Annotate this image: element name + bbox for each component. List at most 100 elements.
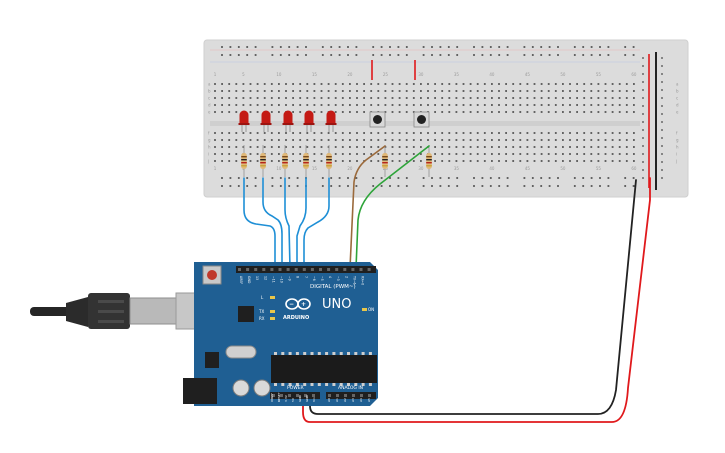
rail-hole — [221, 177, 223, 179]
wire-button2-pin2[interactable] — [355, 145, 430, 269]
rail-hole — [498, 185, 501, 187]
rail-hole — [473, 177, 475, 179]
terminal-hole — [356, 90, 358, 92]
side-rail-hole — [661, 65, 663, 67]
terminal-hole — [441, 104, 444, 106]
analog-pin-label: A4 — [359, 398, 363, 402]
terminal-hole — [412, 160, 415, 162]
terminal-hole — [320, 83, 323, 85]
terminal-hole — [391, 90, 394, 92]
rail-hole — [372, 177, 375, 179]
resistor-band — [326, 159, 332, 161]
pushbutton-2-cap[interactable] — [417, 115, 426, 124]
rail-hole — [473, 54, 475, 56]
rail-hole — [431, 185, 433, 187]
terminal-hole — [334, 153, 337, 155]
side-rail-hole — [642, 153, 644, 155]
wire-led1-pin13[interactable] — [243, 177, 276, 269]
terminal-hole — [512, 83, 515, 85]
terminal-hole — [363, 83, 365, 85]
terminal-hole — [441, 83, 444, 85]
terminal-hole — [569, 90, 571, 92]
terminal-hole — [448, 97, 451, 99]
digital-pin-label: ~11 — [271, 276, 275, 283]
usb-interface-chip — [238, 306, 254, 322]
row-letter-right: g — [676, 138, 679, 143]
power-jack[interactable] — [183, 378, 217, 404]
rail-hole — [347, 54, 349, 56]
rail-hole — [288, 177, 291, 179]
column-number-bottom: 35 — [454, 166, 460, 171]
resistor-body — [282, 153, 288, 169]
terminal-hole — [278, 111, 280, 113]
terminal-hole — [505, 132, 507, 134]
wire-5v-positive-rail[interactable] — [302, 177, 651, 423]
led-5[interactable] — [325, 110, 337, 133]
breadboard[interactable]: 1155101015152020252530303535404045455050… — [203, 39, 689, 198]
resistor-1[interactable] — [241, 145, 247, 177]
terminal-hole — [341, 111, 344, 113]
terminal-hole — [533, 139, 536, 141]
terminal-hole — [405, 153, 408, 155]
led-group[interactable] — [238, 110, 337, 133]
terminal-hole — [270, 160, 273, 162]
terminal-hole — [221, 90, 223, 92]
led-2[interactable] — [260, 110, 272, 133]
resistor-5[interactable] — [326, 145, 332, 177]
wire-led4-pin10[interactable] — [296, 177, 307, 269]
header-hole — [351, 268, 355, 271]
terminal-hole — [377, 97, 380, 99]
terminal-hole — [249, 104, 252, 106]
top-rail-holes — [221, 46, 635, 56]
reset-button[interactable] — [207, 270, 217, 280]
digital-header[interactable] — [236, 266, 376, 273]
pushbutton-1[interactable] — [369, 111, 386, 128]
header-hole — [246, 268, 250, 271]
terminal-hole — [540, 160, 543, 162]
usb-cable[interactable] — [30, 292, 213, 330]
led-1[interactable] — [238, 110, 250, 133]
terminal-hole — [420, 146, 422, 148]
resistor-4[interactable] — [303, 145, 309, 177]
rail-hole — [506, 46, 509, 48]
resistor-group[interactable] — [241, 145, 432, 177]
terminal-hole — [519, 139, 522, 141]
terminal-hole — [540, 146, 543, 148]
terminal-hole — [554, 90, 557, 92]
wire-gnd-negative-rail[interactable] — [309, 179, 637, 415]
rail-hole — [405, 177, 408, 179]
rail-hole — [548, 177, 551, 179]
wires[interactable] — [243, 145, 651, 423]
analog-header[interactable] — [326, 392, 376, 399]
terminal-hole — [526, 153, 529, 155]
resistor-6[interactable] — [382, 145, 388, 177]
terminal-hole — [235, 139, 238, 141]
column-number-top: 15 — [312, 72, 318, 77]
terminal-hole — [562, 160, 564, 162]
terminal-hole — [420, 132, 422, 134]
terminal-hole — [540, 97, 543, 99]
wire-led3-pin11[interactable] — [284, 177, 291, 269]
pushbutton-2[interactable] — [413, 111, 430, 128]
wire-button1-pin3[interactable] — [349, 145, 386, 269]
resistor-2[interactable] — [260, 145, 266, 177]
led-3[interactable] — [282, 110, 294, 133]
terminal-hole — [462, 139, 465, 141]
terminal-hole — [221, 132, 223, 134]
pushbutton-1-cap[interactable] — [373, 115, 382, 124]
wire-led5-pin9[interactable] — [303, 177, 330, 269]
digital-pin-label: AREF — [239, 276, 243, 284]
led-4[interactable] — [303, 110, 315, 133]
power-pin-label: GND — [298, 394, 302, 402]
arduino-uno-board[interactable]: L TX RX ON DIGITAL (PWM~) − + ARDUINO UN… — [183, 262, 378, 406]
rail-hole — [422, 177, 425, 179]
wire-led2-pin12[interactable] — [262, 177, 283, 269]
resistor-band — [382, 162, 388, 164]
terminal-hole — [235, 160, 238, 162]
terminal-hole — [256, 153, 259, 155]
resistor-3[interactable] — [282, 145, 288, 177]
resistor-7[interactable] — [426, 145, 432, 177]
terminal-hole — [618, 83, 621, 85]
terminal-hole — [214, 146, 216, 148]
power-header[interactable] — [270, 392, 320, 399]
